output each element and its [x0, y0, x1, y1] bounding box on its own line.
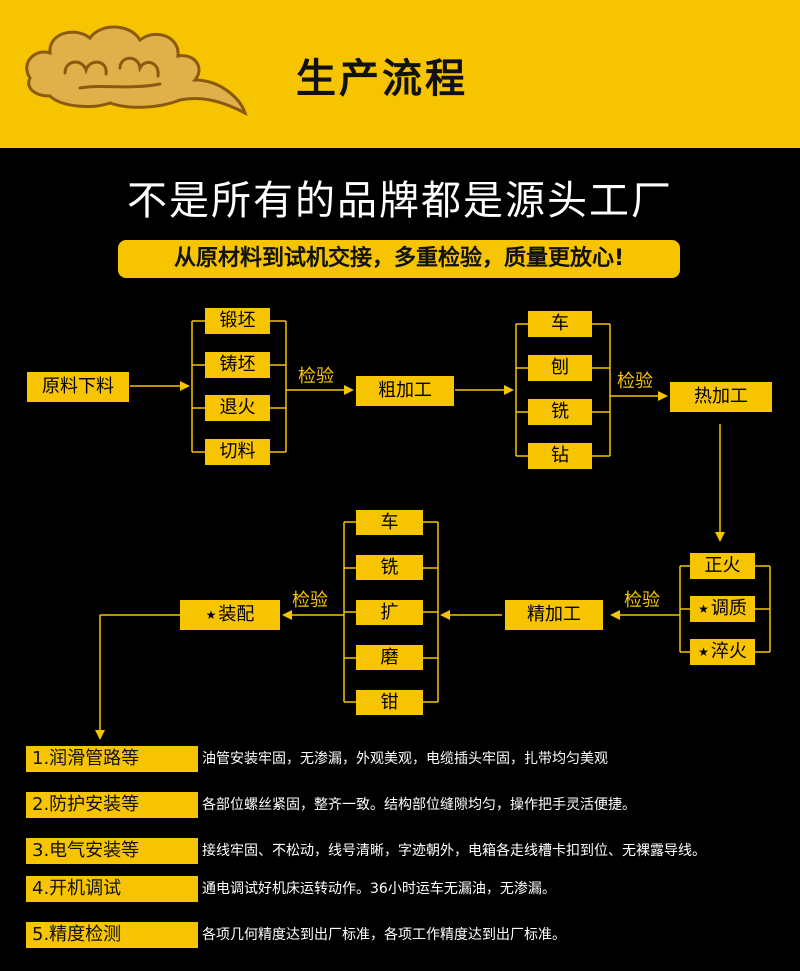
group2-item: 车: [528, 311, 592, 337]
group1-item: 铸坯: [205, 352, 270, 378]
group1-item: 切料: [205, 439, 270, 465]
header-banner: 生产流程: [0, 0, 800, 148]
group3-item-label: 调质: [710, 598, 747, 619]
group3-item: ★调质: [690, 596, 755, 622]
inspect-label: 检验: [292, 590, 328, 611]
group4-item: 钳: [356, 690, 423, 715]
rough-machining-box: 粗加工: [356, 376, 454, 406]
star-icon: ★: [698, 645, 709, 659]
group1-item: 锻坯: [205, 308, 270, 334]
group1-item: 退火: [205, 395, 270, 421]
step-description: 油管安装牢固，无渗漏，外观美观，电缆插头牢固，扎带均匀美观: [202, 751, 608, 767]
group3-item-label: 淬火: [710, 641, 747, 662]
group4-item: 扩: [356, 600, 423, 625]
group2-item: 钻: [528, 443, 592, 469]
heat-treatment-box: 热加工: [670, 382, 772, 412]
group2-item: 刨: [528, 355, 592, 381]
group3-item: ★淬火: [690, 639, 755, 665]
step-label: 4.开机调试: [26, 876, 198, 902]
step-label: 3.电气安装等: [26, 838, 198, 864]
step-description: 各项几何精度达到出厂标准，各项工作精度达到出厂标准。: [202, 927, 566, 943]
assembly-box: ★装配: [180, 600, 280, 630]
step-label: 1.润滑管路等: [26, 746, 198, 772]
assembly-label: 装配: [218, 604, 255, 625]
inspect-label: 检验: [624, 590, 660, 611]
step-description: 通电调试好机床运转动作。36小时运车无漏油，无渗漏。: [202, 881, 556, 897]
star-icon: ★: [205, 608, 217, 622]
group3-item: 正火: [690, 553, 755, 579]
group4-item: 车: [356, 510, 423, 535]
start-box: 原料下料: [27, 372, 129, 402]
subline-banner: 从原材料到试机交接，多重检验，质量更放心!: [118, 240, 680, 278]
cloud-icon: [25, 25, 248, 117]
inspect-label: 检验: [298, 366, 334, 387]
star-icon: ★: [698, 602, 709, 616]
headline: 不是所有的品牌都是源头工厂: [127, 178, 673, 224]
finish-machining-box: 精加工: [505, 600, 603, 630]
group4-item: 磨: [356, 645, 423, 670]
step-label: 5.精度检测: [26, 922, 198, 948]
step-description: 各部位螺丝紧固，整齐一致。结构部位缝隙均匀，操作把手灵活便捷。: [202, 797, 636, 813]
group4-item: 铣: [356, 555, 423, 580]
inspect-label: 检验: [617, 371, 653, 392]
step-label: 2.防护安装等: [26, 792, 198, 818]
page-title: 生产流程: [296, 56, 468, 102]
step-description: 接线牢固、不松动，线号清晰，字迹朝外，电箱各走线槽卡扣到位、无裸露导线。: [202, 843, 706, 859]
group2-item: 铣: [528, 399, 592, 425]
